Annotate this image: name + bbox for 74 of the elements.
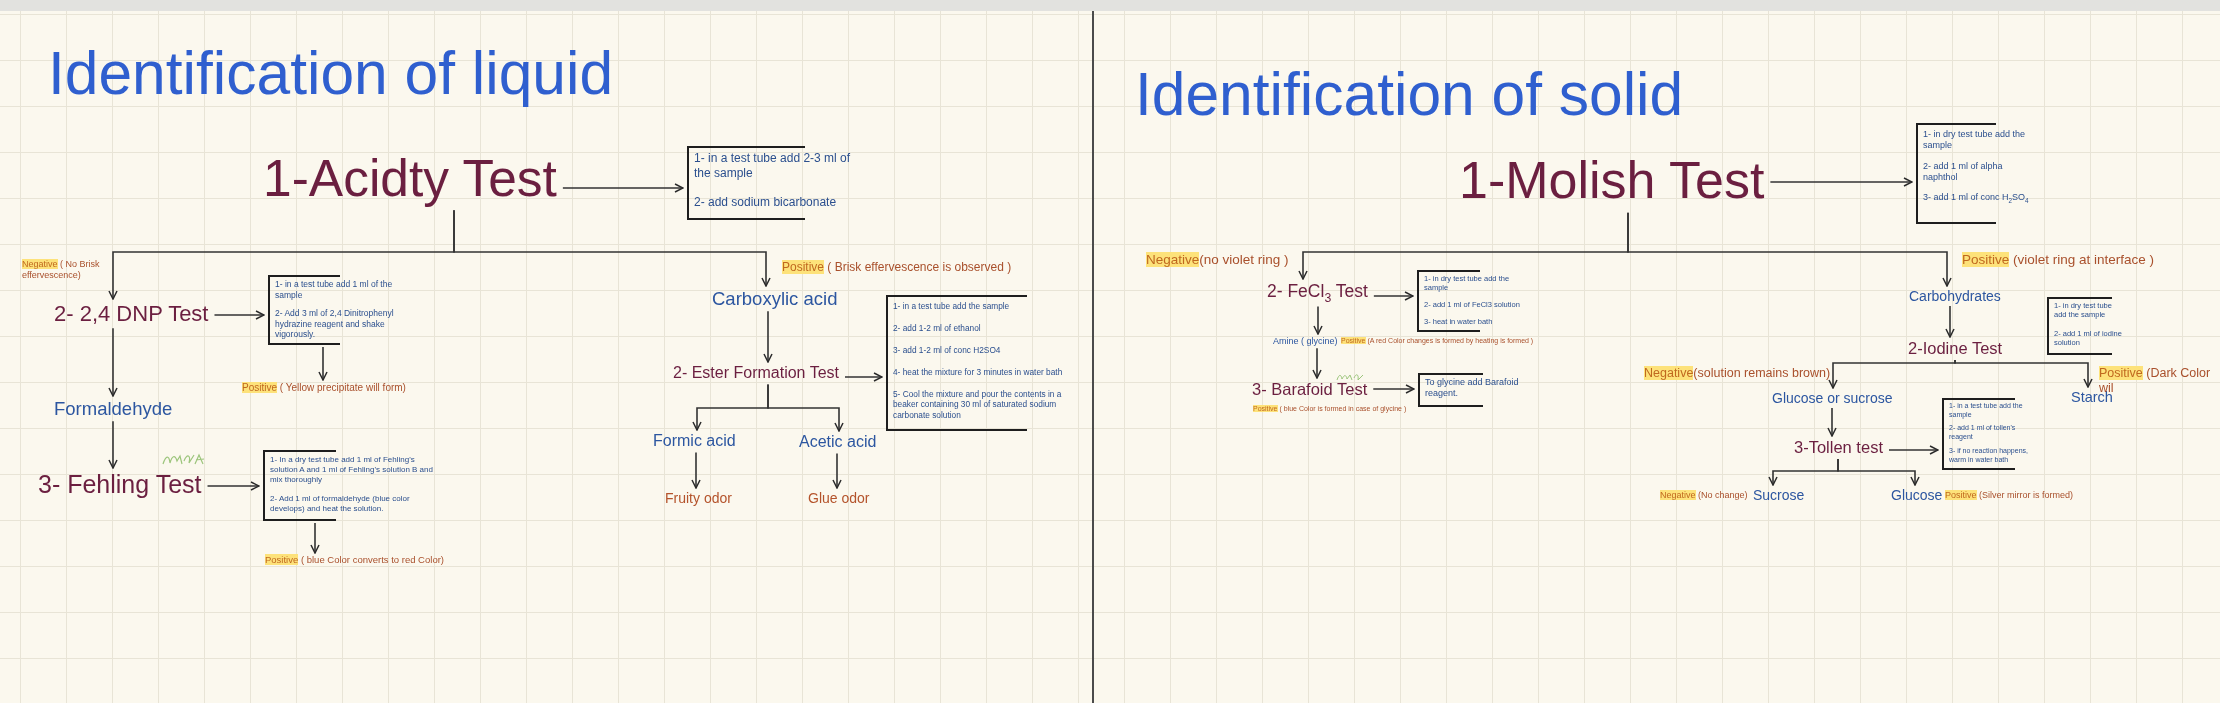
procedure-bracket — [263, 450, 435, 521]
arrow — [562, 183, 684, 193]
arrow — [310, 522, 320, 554]
compound-name: Formic acid — [653, 432, 736, 451]
procedure-step: 4- heat the mixture for 3 minutes in water bath — [893, 366, 1063, 378]
arrow — [1312, 347, 1322, 379]
edge-label: Negative ( No Brisk effervescence) — [22, 259, 101, 281]
procedure-step: 2- Add 3 ml of 2,4 Dinitrophenyl hydrazine reagent and shake vigorously. — [275, 307, 418, 340]
procedure-step: 3- add 1 ml of conc H$_{2}$SO$_{4}$ — [1923, 192, 2029, 205]
compound-name: Acetic acid — [799, 433, 877, 452]
test-name: 2-Iodine Test — [1908, 339, 2003, 358]
procedure-step: 5- Cool the mixture and pour the contents in a beaker containing 30 ml of saturated sodium carbonate solution — [893, 388, 1086, 420]
procedure-step: 1- in a test tube add the sample — [893, 301, 1010, 312]
arrow — [1313, 305, 1323, 335]
procedure-step: 1- in a test tube add 1 ml of the sample — [275, 279, 418, 301]
arrow — [1372, 384, 1415, 394]
arrow — [206, 481, 260, 491]
test-name: 2- Ester Formation Test — [673, 364, 839, 383]
arrow — [763, 310, 773, 363]
procedure-step: 2- add sodium bicarbonate — [694, 195, 837, 211]
arrow — [1954, 359, 2093, 388]
edge-label: Positive ( Brisk effervescence is observed ) — [782, 260, 1012, 275]
procedure-step: To glycine add Barafoid reagent. — [1425, 377, 1528, 400]
compound-name: Formaldehyde — [54, 398, 173, 420]
compound-name: Carboxylic acid — [712, 288, 838, 310]
arrow — [108, 420, 118, 469]
compound-name: Carbohydrates — [1909, 288, 2001, 305]
arrow — [844, 372, 883, 382]
procedure-step: 1- In a dry test tube add 1 ml of Fehling's solution A and 1 ml of Fehling's solution B and mix thoroughly — [270, 455, 435, 485]
arrow — [691, 451, 701, 489]
test-name: 2- FeCl$_{3}$ Test — [1267, 281, 1368, 305]
edge-label: Negative(solution remains brown) — [1644, 366, 1831, 381]
procedure-step: 1- in dry test tube add the sample — [1923, 129, 2034, 152]
procedure-bracket — [687, 146, 852, 220]
test-name: 2- 2,4 DNP Test — [54, 301, 209, 327]
arrow — [1627, 212, 1952, 287]
arrow — [1945, 305, 1955, 338]
result-note: Positive (Silver mirror is formed) — [1945, 490, 2074, 501]
test-name: 3- Fehling Test — [38, 470, 202, 499]
result-note: Negative (No change) — [1660, 490, 1748, 501]
odor-result: Glue odor — [808, 490, 870, 507]
compound-name: Glucose — [1891, 487, 1943, 504]
test-name: 3-Tollen test — [1794, 438, 1883, 457]
heading: Identification of solid — [1135, 60, 1684, 130]
arrow — [767, 383, 844, 432]
result-note: Positive ( blue Color converts to red Color) — [265, 555, 444, 566]
arrow — [1827, 407, 1837, 437]
test-name: 1-Molish Test — [1459, 151, 1765, 211]
arrow — [318, 346, 328, 381]
arrow — [108, 327, 118, 397]
arrow — [1888, 445, 1939, 455]
test-name: 3- Barafoid Test — [1252, 380, 1368, 399]
procedure-step: 2- add 1 ml of alpha naphthol — [1923, 160, 2034, 183]
arrow — [832, 452, 842, 489]
arrow — [1769, 177, 1913, 187]
odor-result: Fruity odor — [665, 490, 732, 507]
compound-name: Amine ( glycine) — [1273, 336, 1338, 347]
result-note: Positive ( Yellow precipitate will form) — [242, 382, 406, 394]
heading: Identification of liquid — [48, 39, 614, 109]
procedure-step: 2- Add 1 ml of formaldehyde (blue color develops) and heat the solution. — [270, 493, 435, 514]
arrow — [1373, 291, 1414, 301]
compound-name: Sucrose — [1753, 487, 1805, 504]
procedure-bracket — [2047, 297, 2125, 355]
edge-label: Positive (violet ring at interface ) — [1962, 252, 2155, 269]
arrow — [213, 310, 265, 320]
procedure-step: 3- add 1-2 ml of conc H2SO4 — [893, 344, 1001, 356]
test-name: 1-Acidty Test — [263, 149, 557, 209]
arrow — [1837, 458, 1920, 486]
arrow — [453, 209, 771, 287]
arrow — [1828, 359, 1956, 389]
procedure-step: 1- in a test tube add 2-3 ml of the sample — [694, 151, 852, 181]
edge-label: Negative(no violet ring ) — [1146, 252, 1289, 269]
compound-name: Glucose or sucrose — [1772, 390, 1893, 407]
procedure-step: 2- add 1-2 ml of ethanol — [893, 322, 981, 334]
